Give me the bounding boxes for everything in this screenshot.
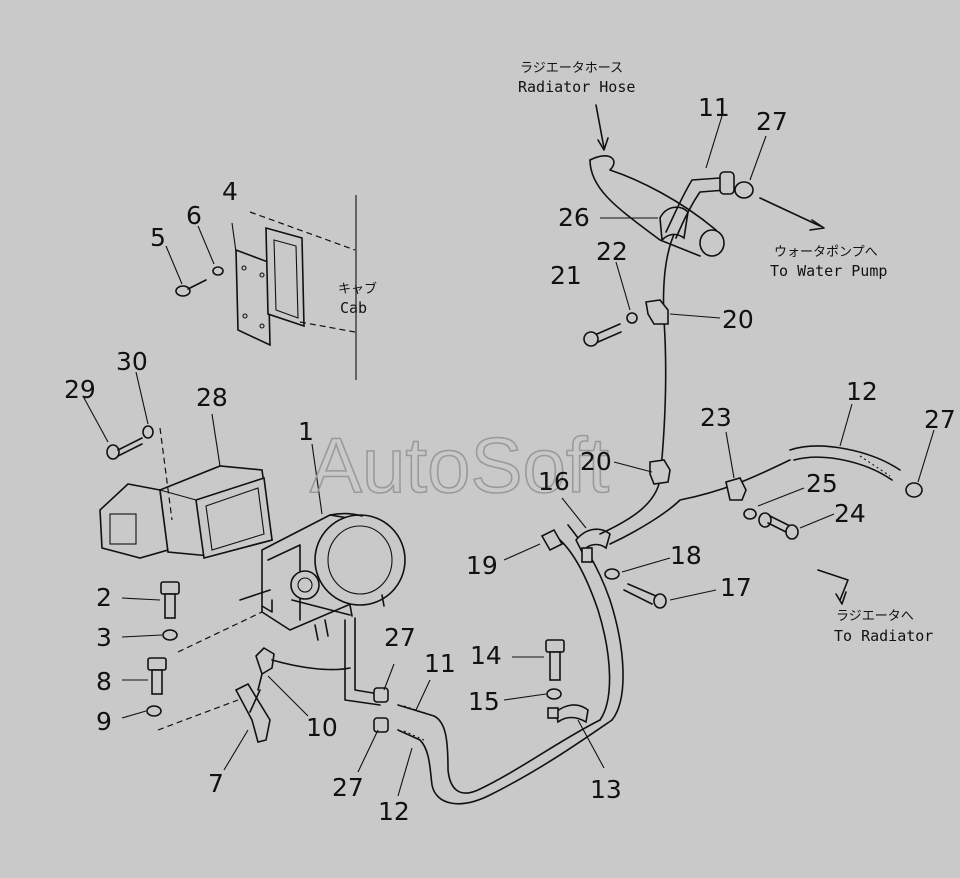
- callout-15: 15: [468, 687, 500, 716]
- duct-28: [99, 465, 273, 560]
- screw-5-and-washer-6: [175, 266, 224, 297]
- callout-18: 18: [670, 541, 702, 570]
- callout-25: 25: [806, 469, 838, 498]
- callout-26: 26: [558, 203, 590, 232]
- callout-8: 8: [96, 667, 112, 696]
- callout-13: 13: [590, 775, 622, 804]
- right-hose-12-assembly: [725, 445, 923, 540]
- callout-22: 22: [596, 237, 628, 266]
- callout-20-upper: 20: [722, 305, 754, 334]
- heater-unit-1: [239, 512, 406, 706]
- watermark-text: AutoSoft: [310, 421, 610, 509]
- radiator-label-jp: ラジエータへ: [836, 609, 914, 624]
- callout-12-right: 12: [846, 377, 878, 406]
- cab-label-jp: キャブ: [338, 281, 377, 297]
- callout-16: 16: [538, 467, 570, 496]
- bolts-2-8-washers-3-9: [146, 581, 263, 731]
- radiator-label-en: To Radiator: [834, 627, 933, 645]
- bolt-14-washer-15: [545, 639, 565, 700]
- callout-27-upper: 27: [756, 107, 788, 136]
- radiator-hose-stub: [589, 155, 754, 257]
- callout-21: 21: [550, 261, 582, 290]
- callout-27-lower-a: 27: [384, 623, 416, 652]
- callout-19: 19: [466, 551, 498, 580]
- leader-lines: [83, 104, 935, 797]
- callout-10-a: 10: [306, 713, 338, 742]
- callout-5: 5: [150, 223, 166, 252]
- water-pump-label-jp: ウォータポンプへ: [774, 245, 878, 260]
- clamps-20: [645, 299, 671, 485]
- bolt-21-washer-22: [583, 312, 638, 347]
- radiator-hose-label-en: Radiator Hose: [518, 78, 635, 96]
- bracket-7-valve-10: [234, 647, 351, 743]
- callout-4: 4: [222, 177, 238, 206]
- clamp-16-spacer-19: [540, 528, 667, 609]
- bolt-29-washer-30: [106, 425, 173, 521]
- callout-23: 23: [700, 403, 732, 432]
- callout-20-lower: 20: [580, 447, 612, 476]
- callout-3: 3: [96, 623, 112, 652]
- heater-hose-upper: [599, 229, 791, 545]
- callout-29: 29: [64, 375, 96, 404]
- callout-24: 24: [834, 499, 866, 528]
- callout-9: 9: [96, 707, 112, 736]
- callout-11-lower: 11: [424, 649, 456, 678]
- callout-12-lower: 12: [378, 797, 410, 826]
- water-pump-label-en: To Water Pump: [770, 262, 887, 280]
- radiator-hose-label-jp: ラジエータホース: [520, 61, 623, 76]
- callout-14: 14: [470, 641, 502, 670]
- callout-7: 7: [208, 769, 224, 798]
- cab-panel-assembly: [235, 195, 357, 380]
- callout-30: 30: [116, 347, 148, 376]
- callout-2: 2: [96, 583, 112, 612]
- clamp-13: [547, 704, 589, 724]
- callout-6: 6: [186, 201, 202, 230]
- callout-17: 17: [720, 573, 752, 602]
- callout-27-right: 27: [924, 405, 956, 434]
- callout-11-upper: 11: [698, 93, 730, 122]
- callout-1: 1: [298, 417, 314, 446]
- callout-27-lower-b: 27: [332, 773, 364, 802]
- callout-28: 28: [196, 383, 228, 412]
- cab-label-en: Cab: [340, 299, 367, 317]
